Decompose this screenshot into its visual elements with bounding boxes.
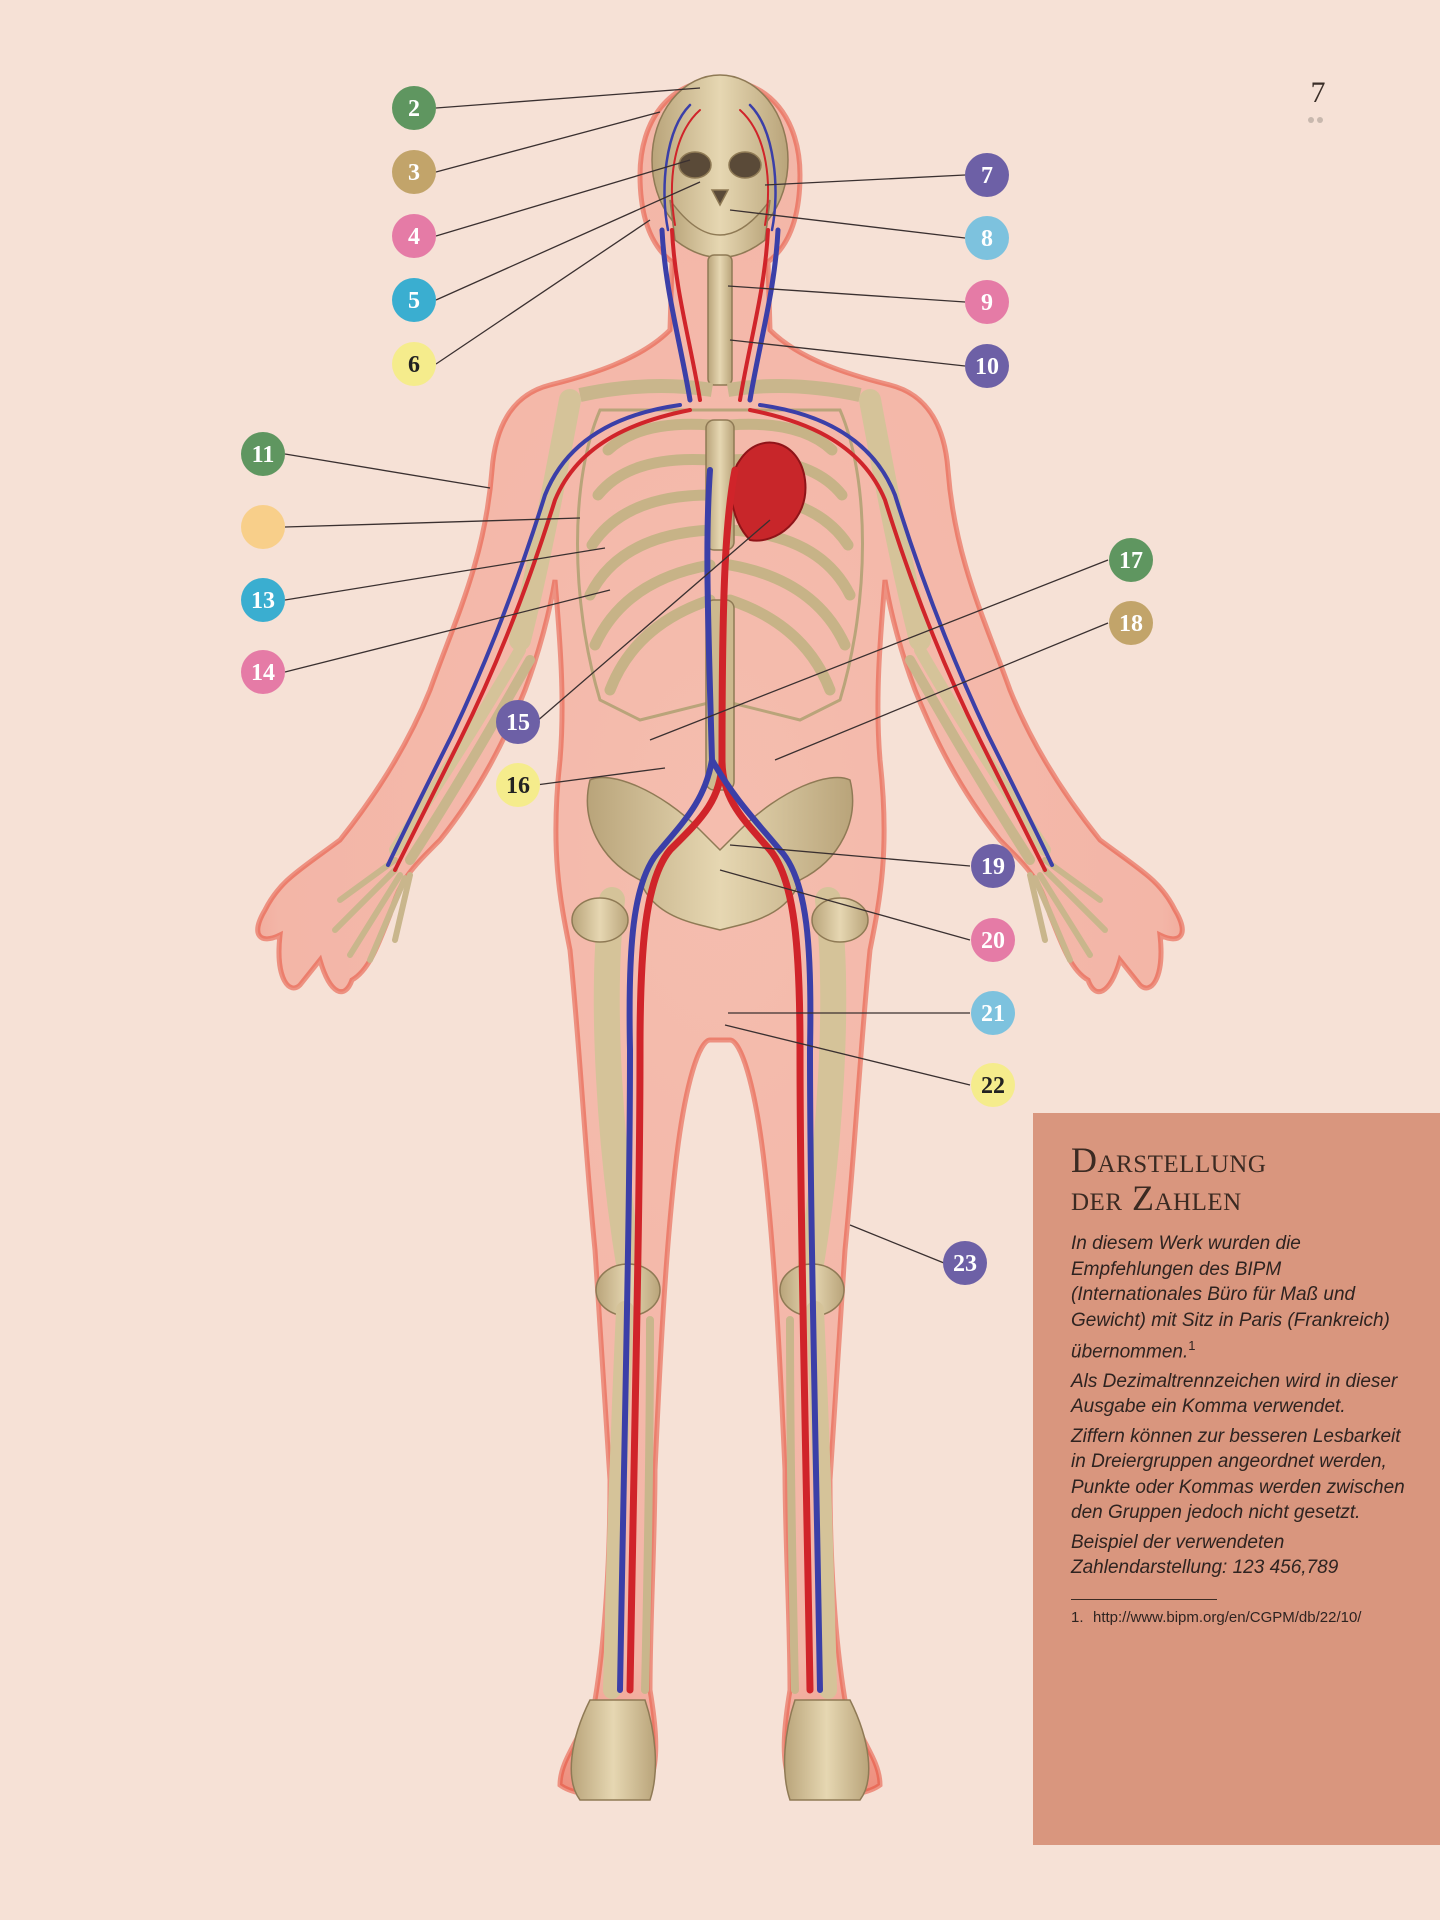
callout-label-18: 18 — [1119, 611, 1143, 637]
footnote-number: 1. — [1071, 1608, 1084, 1626]
callout-14: 14 — [241, 650, 285, 694]
skeleton — [332, 74, 1108, 1801]
info-paragraph-2: Als Dezimaltrennzeichen wird in dieser A… — [1071, 1370, 1398, 1418]
info-box-title: Darstellung der Zahlen — [1071, 1141, 1416, 1217]
callout-2: 2 — [392, 86, 436, 130]
callout-22: 22 — [971, 1063, 1015, 1107]
callout-label-4: 4 — [408, 224, 420, 250]
page-number: 7 — [1310, 76, 1326, 109]
callout-7: 7 — [965, 153, 1009, 197]
circulatory-system — [386, 103, 1054, 1694]
callout-circle-3 — [392, 150, 436, 194]
callout-label-23: 23 — [953, 1251, 977, 1277]
callout-8: 8 — [965, 216, 1009, 260]
callout-19: 19 — [971, 844, 1015, 888]
callout-circle-19 — [971, 844, 1015, 888]
callout-15: 15 — [496, 700, 540, 744]
body-silhouette — [255, 77, 1185, 1799]
callout-circle-16 — [496, 763, 540, 807]
callout-label-21: 21 — [981, 1001, 1005, 1027]
callout-circle-11 — [241, 432, 285, 476]
callout-circle-2 — [392, 86, 436, 130]
callout-label-10: 10 — [975, 354, 999, 380]
footnote-divider — [1071, 1598, 1217, 1600]
info-paragraph-3: Ziffern können zur besseren Lesbarkeit i… — [1071, 1425, 1405, 1524]
page-number-dots — [1308, 108, 1328, 123]
callout-circle-4 — [392, 214, 436, 258]
callout-12 — [241, 505, 285, 549]
callout-circle-5 — [392, 278, 436, 322]
callout-23: 23 — [943, 1241, 987, 1285]
callout-circle-14 — [241, 650, 285, 694]
callout-label-2: 2 — [408, 96, 420, 122]
callout-circle-21 — [971, 991, 1015, 1035]
callout-label-19: 19 — [981, 854, 1005, 880]
callout-label-13: 13 — [251, 588, 275, 614]
callout-label-15: 15 — [506, 710, 530, 736]
callout-circle-20 — [971, 918, 1015, 962]
callout-11: 11 — [241, 432, 285, 476]
callout-label-20: 20 — [981, 928, 1005, 954]
info-paragraph-1: In diesem Werk wurden die Empfehlungen d… — [1071, 1231, 1416, 1365]
info-paragraph-1-text: In diesem Werk wurden die Empfehlungen d… — [1071, 1233, 1390, 1363]
callout-circle-22 — [971, 1063, 1015, 1107]
callout-21: 21 — [971, 991, 1015, 1035]
callout-circle-8 — [965, 216, 1009, 260]
info-box: Darstellung der Zahlen In diesem Werk wu… — [1033, 1113, 1440, 1845]
callout-label-9: 9 — [981, 290, 993, 316]
callout-9: 9 — [965, 280, 1009, 324]
callout-16: 16 — [496, 763, 540, 807]
callout-label-14: 14 — [251, 660, 275, 686]
callout-circle-15 — [496, 700, 540, 744]
callout-13: 13 — [241, 578, 285, 622]
callout-label-6: 6 — [408, 352, 420, 378]
callout-label-7: 7 — [981, 163, 993, 189]
rib-cage — [576, 408, 864, 722]
callout-3: 3 — [392, 150, 436, 194]
callout-label-11: 11 — [252, 442, 275, 468]
callout-circle-17 — [1109, 538, 1153, 582]
callout-20: 20 — [971, 918, 1015, 962]
callout-6: 6 — [392, 342, 436, 386]
callout-label-5: 5 — [408, 288, 420, 314]
callout-circle-9 — [965, 280, 1009, 324]
callout-10: 10 — [965, 344, 1009, 388]
callout-circle-10 — [965, 344, 1009, 388]
info-box-title-line2: der Zahlen — [1071, 1178, 1242, 1218]
footnote-link[interactable]: http://www.bipm.org/en/CGPM/db/22/10/ — [1093, 1608, 1362, 1626]
callout-4: 4 — [392, 214, 436, 258]
callout-circle-12 — [241, 505, 285, 549]
callout-5: 5 — [392, 278, 436, 322]
callout-label-3: 3 — [408, 160, 420, 186]
jaw — [669, 199, 771, 259]
footnote: 1. http://www.bipm.org/en/CGPM/db/22/10/ — [1071, 1608, 1416, 1628]
callout-label-22: 22 — [981, 1073, 1005, 1099]
callout-circle-23 — [943, 1241, 987, 1285]
info-paragraph-4: Beispiel der verwendeten Zahlendarstellu… — [1071, 1531, 1339, 1579]
callout-circle-13 — [241, 578, 285, 622]
info-box-title-line1: Darstellung — [1071, 1140, 1267, 1180]
leader-lines — [284, 87, 1109, 1264]
callout-label-16: 16 — [506, 773, 530, 799]
callout-circle-6 — [392, 342, 436, 386]
callout-17: 17 — [1109, 538, 1153, 582]
callout-18: 18 — [1109, 601, 1153, 645]
callout-circle-7 — [965, 153, 1009, 197]
callout-circle-18 — [1109, 601, 1153, 645]
callout-label-17: 17 — [1119, 548, 1143, 574]
footnote-reference: 1 — [1188, 1338, 1196, 1353]
callout-label-8: 8 — [981, 226, 993, 252]
